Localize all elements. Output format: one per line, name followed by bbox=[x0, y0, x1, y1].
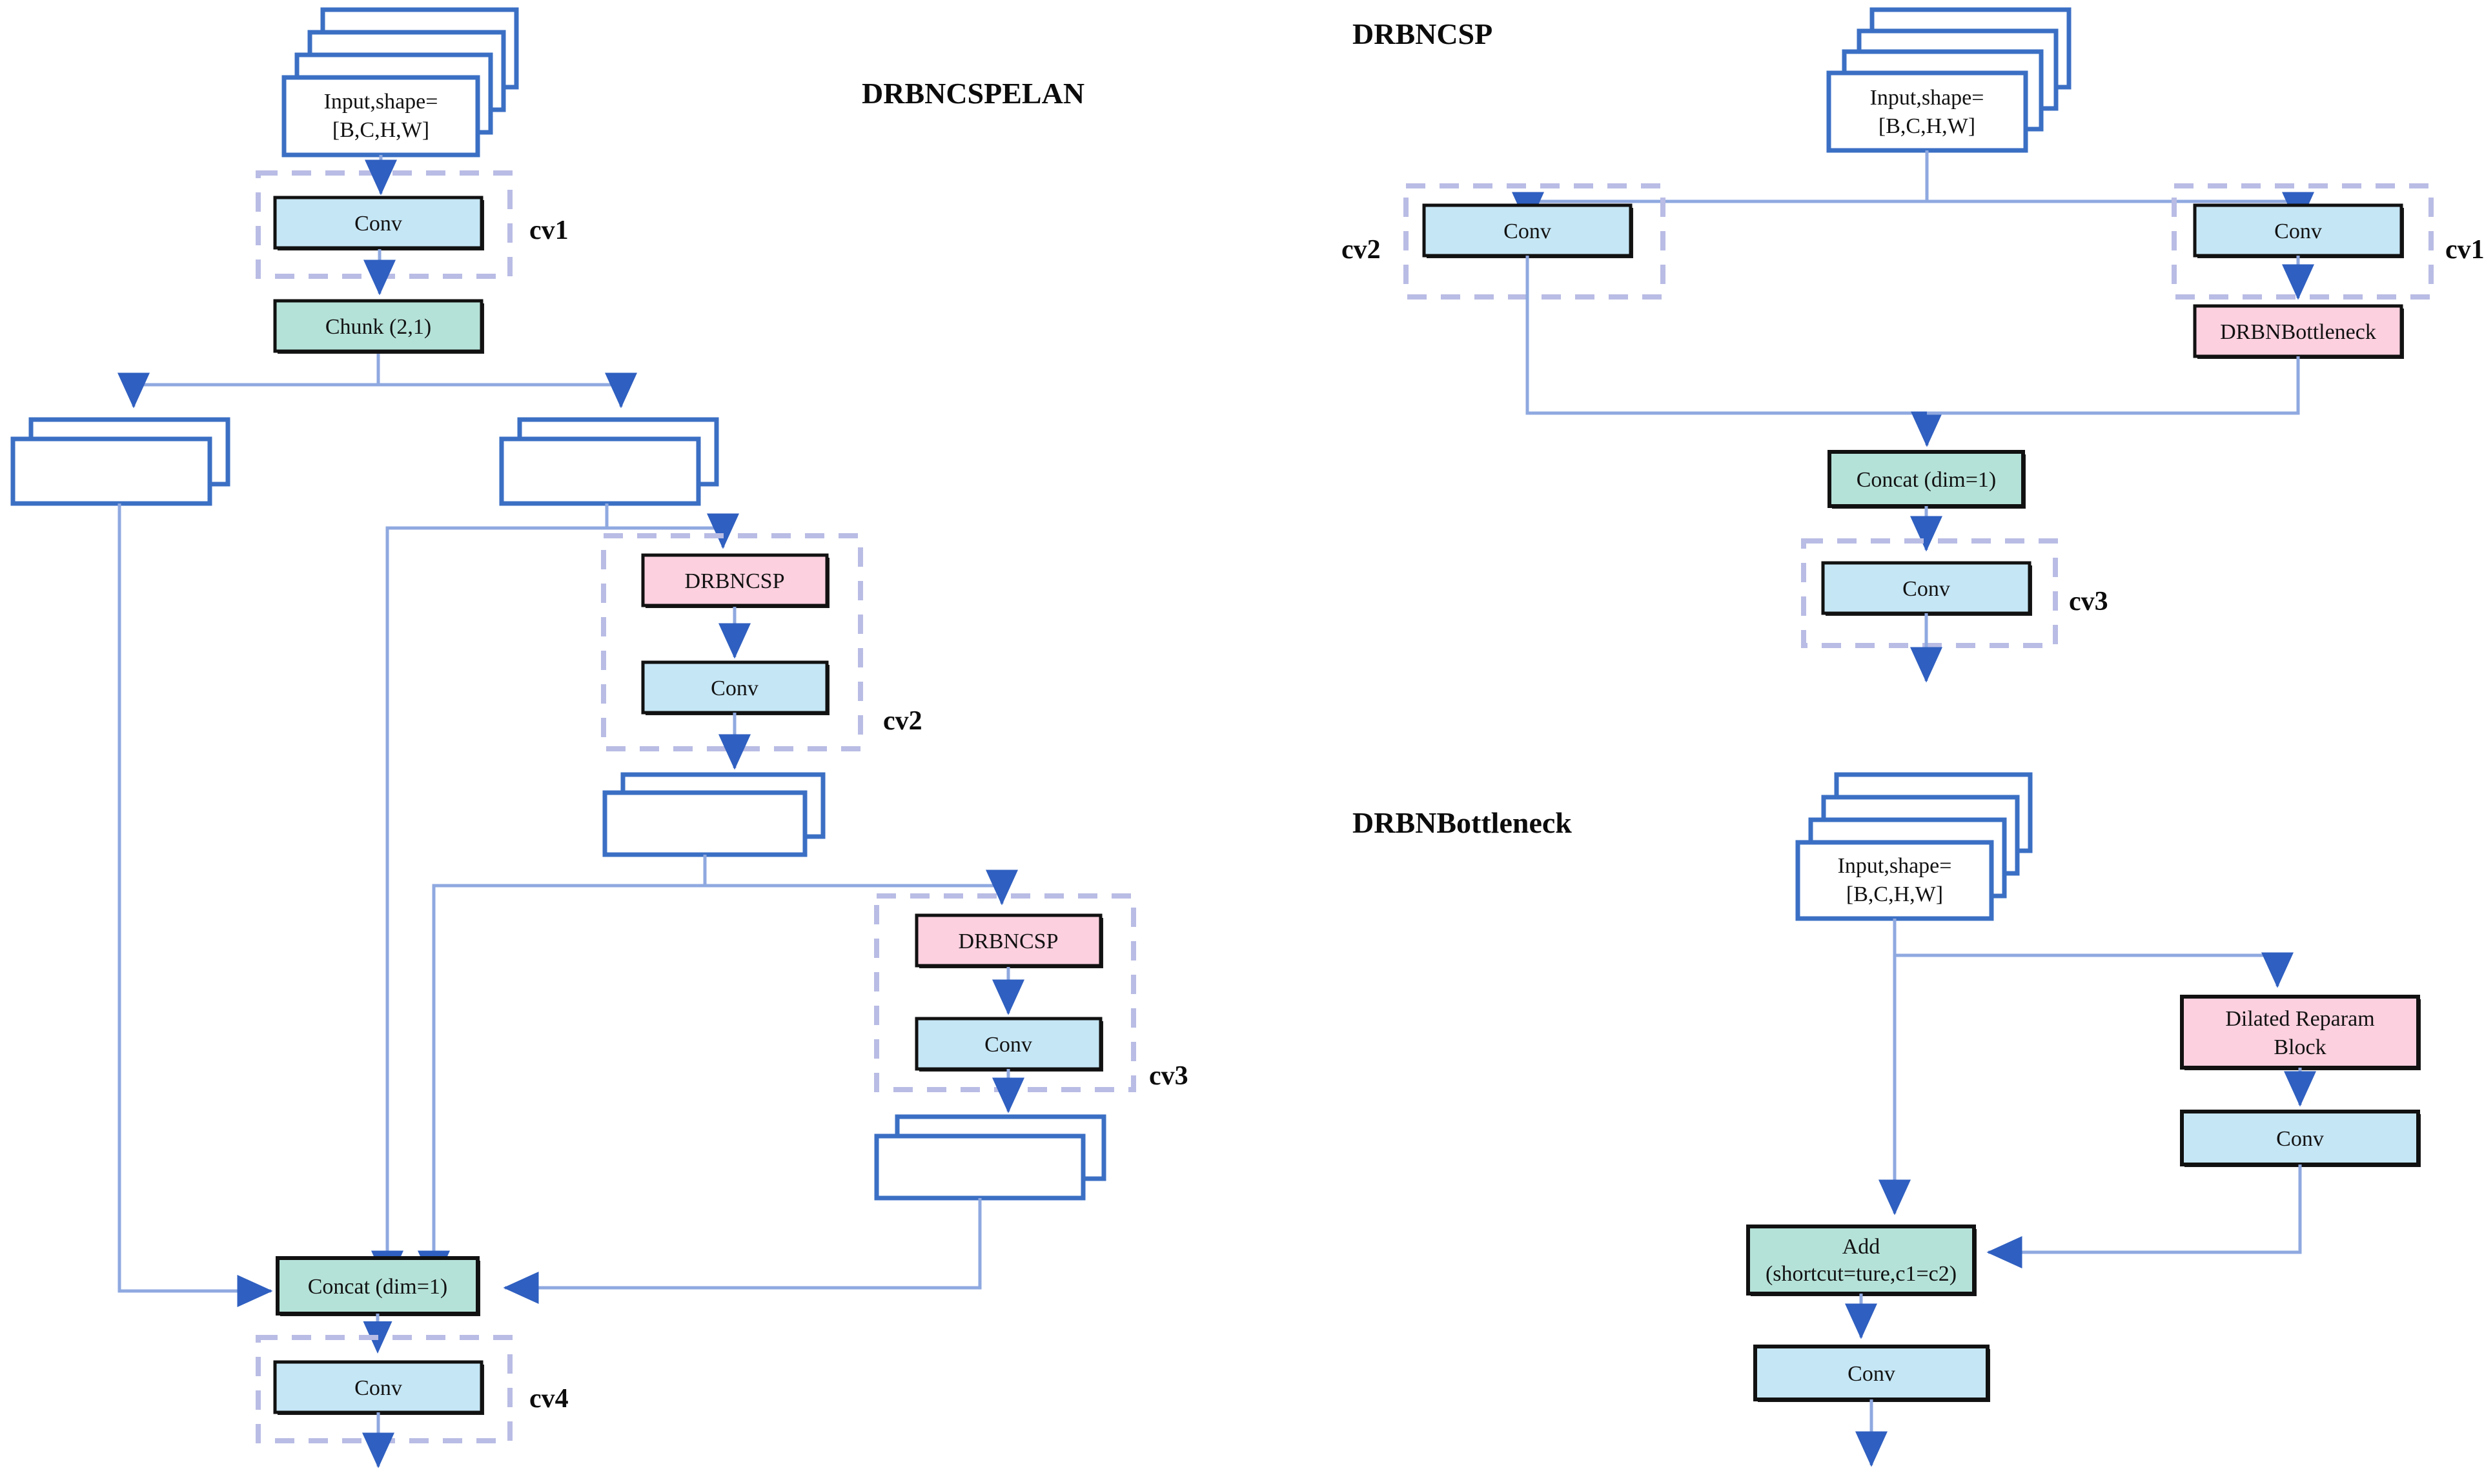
elan-cv3-conv: Conv bbox=[915, 1017, 1103, 1072]
elan-cv2-drbncsp-label: DRBNCSP bbox=[685, 569, 785, 593]
csp-cv2-conv-label: Conv bbox=[1503, 219, 1551, 243]
csp-input-line1: Input,shape= bbox=[1870, 86, 1984, 110]
elan-cv2-conv: Conv bbox=[641, 660, 830, 715]
elan-cv1-conv: Conv bbox=[273, 196, 484, 250]
csp-cv3-conv-label: Conv bbox=[1902, 577, 1950, 601]
edge-bn-conv-to-add bbox=[1986, 1164, 2302, 1268]
csp-group-cv2 bbox=[1403, 183, 1665, 300]
csp-concat-node: Concat (dim=1) bbox=[1827, 450, 2026, 509]
edge-bn-input-to-dilated bbox=[1895, 952, 2294, 988]
bn-branch-conv-label: Conv bbox=[2276, 1127, 2324, 1151]
title-drbnbottleneck: DRBNBottleneck bbox=[1352, 806, 1572, 839]
title-drbncsp: DRBNCSP bbox=[1352, 17, 1492, 50]
bn-out-conv-label: Conv bbox=[1848, 1362, 1895, 1386]
elan-chunk-node: Chunk (2,1) bbox=[273, 299, 484, 354]
bn-dilated-line2: Block bbox=[2274, 1035, 2326, 1059]
elan-concat-label: Concat (dim=1) bbox=[308, 1275, 448, 1299]
elan-out-tensor bbox=[874, 1114, 1106, 1201]
csp-group-cv1 bbox=[2172, 183, 2434, 300]
csp-cv1-conv-label: Conv bbox=[2274, 219, 2322, 243]
edge-midtensor-to-cv3 bbox=[703, 855, 1018, 906]
elan-cv4-label: cv4 bbox=[529, 1384, 569, 1414]
csp-cv2-label: cv2 bbox=[1341, 235, 1381, 265]
csp-cv3-conv: Conv bbox=[1821, 561, 2032, 616]
elan-mid-tensor bbox=[602, 772, 826, 857]
csp-input-line2: [B,C,H,W] bbox=[1878, 114, 1975, 138]
bn-input-tensor-stack: Input,shape= [B,C,H,W] bbox=[1795, 772, 2033, 921]
elan-cv2-label: cv2 bbox=[883, 706, 922, 736]
bn-input-line1: Input,shape= bbox=[1838, 854, 1952, 878]
edge-csp-cv2-to-concat bbox=[1525, 256, 1943, 447]
bn-branch-conv: Conv bbox=[2180, 1110, 2421, 1167]
elan-right-branch-tensor bbox=[499, 417, 719, 506]
bn-out-conv: Conv bbox=[1753, 1345, 1990, 1402]
elan-left-branch-tensor bbox=[10, 417, 230, 506]
bn-dilated-reparam-block: Dilated Reparam Block bbox=[2180, 995, 2421, 1070]
bn-add-line1: Add bbox=[1842, 1235, 1880, 1259]
csp-cv1-conv: Conv bbox=[2193, 203, 2404, 258]
elan-cv1-label: cv1 bbox=[529, 216, 569, 245]
elan-concat-node: Concat (dim=1) bbox=[276, 1256, 480, 1316]
elan-input-line1: Input,shape= bbox=[324, 90, 438, 114]
bn-input-line2: [B,C,H,W] bbox=[1846, 882, 1943, 906]
edge-left-branch-to-concat bbox=[117, 503, 273, 1307]
csp-cv1-label: cv1 bbox=[2445, 235, 2484, 265]
bn-dilated-line1: Dilated Reparam bbox=[2225, 1007, 2374, 1031]
elan-input-tensor-stack: Input,shape= [B,C,H,W] bbox=[281, 7, 519, 158]
bn-add-line2: (shortcut=ture,c1=c2) bbox=[1766, 1262, 1957, 1286]
bn-add-node: Add (shortcut=ture,c1=c2) bbox=[1746, 1225, 1977, 1296]
elan-cv3-label: cv3 bbox=[1149, 1061, 1188, 1091]
csp-drbnbottleneck-label: DRBNBottleneck bbox=[2220, 320, 2376, 344]
elan-cv3-drbncsp-label: DRBNCSP bbox=[959, 930, 1059, 953]
edge-outtensor-to-concat bbox=[503, 1198, 982, 1304]
elan-cv2-drbncsp: DRBNCSP bbox=[641, 553, 830, 608]
elan-chunk-label: Chunk (2,1) bbox=[325, 315, 431, 339]
elan-cv3-drbncsp: DRBNCSP bbox=[915, 913, 1103, 968]
elan-input-line2: [B,C,H,W] bbox=[332, 118, 429, 142]
elan-cv4-conv: Conv bbox=[273, 1360, 484, 1415]
elan-cv2-conv-label: Conv bbox=[711, 676, 758, 700]
elan-cv4-conv-label: Conv bbox=[354, 1376, 402, 1400]
csp-input-tensor-stack: Input,shape= [B,C,H,W] bbox=[1826, 7, 2072, 153]
title-drbncspelan: DRBNCSPELAN bbox=[862, 77, 1084, 110]
csp-cv2-conv: Conv bbox=[1422, 203, 1633, 258]
edge-chunk-to-right bbox=[376, 354, 637, 409]
csp-concat-label: Concat (dim=1) bbox=[1857, 468, 1997, 492]
csp-group-cv3 bbox=[1801, 538, 2058, 648]
edge-csp-bottleneck-to-concat bbox=[1927, 356, 2300, 415]
elan-cv3-conv-label: Conv bbox=[984, 1033, 1032, 1057]
csp-drbnbottleneck: DRBNBottleneck bbox=[2193, 304, 2404, 359]
csp-cv3-label: cv3 bbox=[2069, 587, 2108, 616]
elan-cv1-conv-label: Conv bbox=[354, 212, 402, 236]
